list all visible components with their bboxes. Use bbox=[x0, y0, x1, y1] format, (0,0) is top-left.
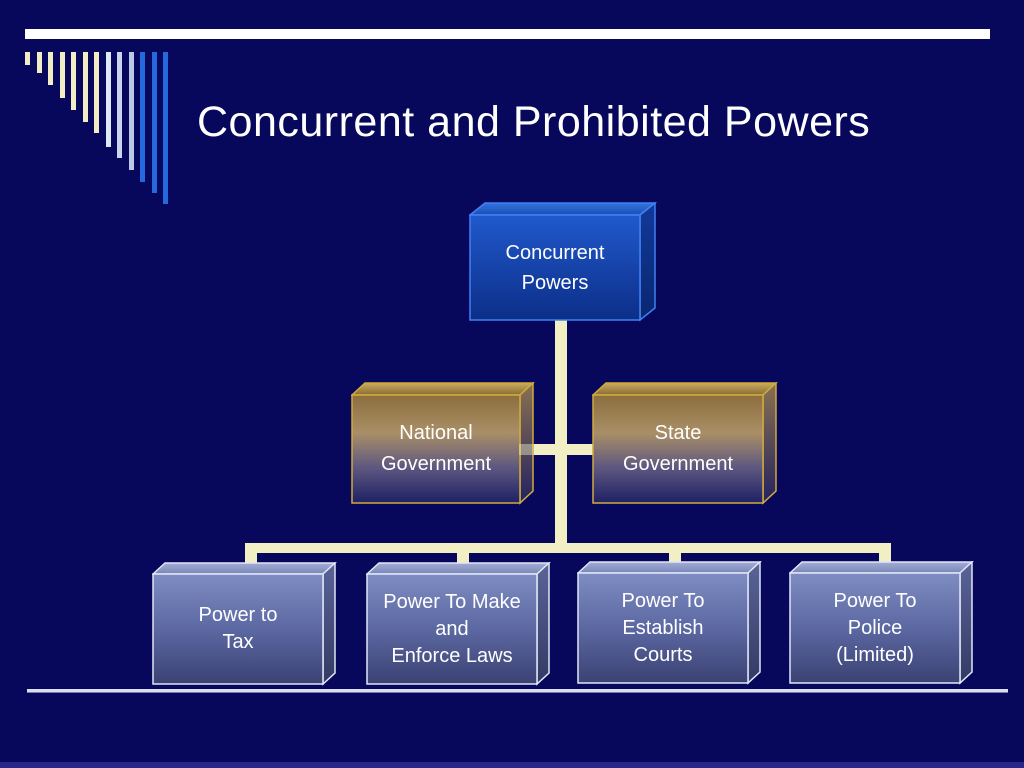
node-power-to-establish-courts: Power To Establish Courts bbox=[577, 561, 762, 685]
logo-bars-decoration bbox=[25, 52, 168, 204]
node-power-to-tax: Power to Tax bbox=[152, 562, 337, 686]
deco-bar bbox=[59, 52, 65, 98]
node-label: Power To Establish Courts bbox=[621, 589, 705, 666]
box-3d-slate bbox=[789, 561, 974, 685]
connector-leaves-horizontal bbox=[245, 543, 891, 553]
bottom-edge-strip bbox=[0, 762, 1024, 768]
connector-drop-make-laws bbox=[457, 543, 469, 567]
node-power-to-police: Power To Police (Limited) bbox=[789, 561, 974, 685]
node-label: Concurrent Powers bbox=[505, 241, 605, 294]
deco-bar bbox=[82, 52, 88, 122]
connector-drop-police bbox=[879, 543, 891, 567]
connector-national-state bbox=[533, 444, 598, 455]
footer-divider-line bbox=[27, 689, 1008, 693]
connector-root-vertical bbox=[555, 315, 567, 553]
node-label: State Government bbox=[622, 422, 734, 475]
node-national-government: National Government bbox=[351, 382, 535, 505]
connector-national-state-overlap bbox=[519, 444, 533, 455]
deco-bar bbox=[94, 52, 99, 133]
box-3d-gold bbox=[592, 382, 778, 505]
box-3d-gold bbox=[351, 382, 535, 505]
slide-title: Concurrent and Prohibited Powers bbox=[197, 98, 871, 146]
deco-bar bbox=[105, 52, 111, 147]
deco-bar bbox=[48, 52, 53, 85]
node-label: National Government bbox=[380, 422, 492, 475]
box-3d-blue bbox=[469, 202, 657, 322]
deco-bar bbox=[140, 52, 145, 182]
connector-drop-tax bbox=[245, 543, 257, 567]
deco-bar bbox=[36, 52, 42, 73]
deco-bar bbox=[25, 52, 30, 65]
node-label: Power To Police (Limited) bbox=[833, 589, 917, 666]
node-state-government: State Government bbox=[592, 382, 778, 505]
deco-bar bbox=[163, 52, 168, 204]
deco-bar bbox=[151, 52, 157, 193]
node-power-to-make-enforce-laws: Power To Make and Enforce Laws bbox=[366, 562, 551, 686]
node-label: Power to Tax bbox=[198, 604, 278, 653]
deco-bar bbox=[71, 52, 76, 110]
node-label: Power To Make and Enforce Laws bbox=[383, 590, 521, 667]
deco-bar bbox=[117, 52, 122, 158]
top-accent-bar bbox=[25, 29, 990, 39]
box-3d-slate bbox=[152, 562, 337, 686]
node-concurrent-powers: Concurrent Powers bbox=[469, 202, 657, 322]
deco-bar bbox=[128, 52, 134, 170]
box-3d-slate bbox=[366, 562, 551, 686]
box-3d-slate bbox=[577, 561, 762, 685]
connector-drop-courts bbox=[669, 543, 681, 567]
